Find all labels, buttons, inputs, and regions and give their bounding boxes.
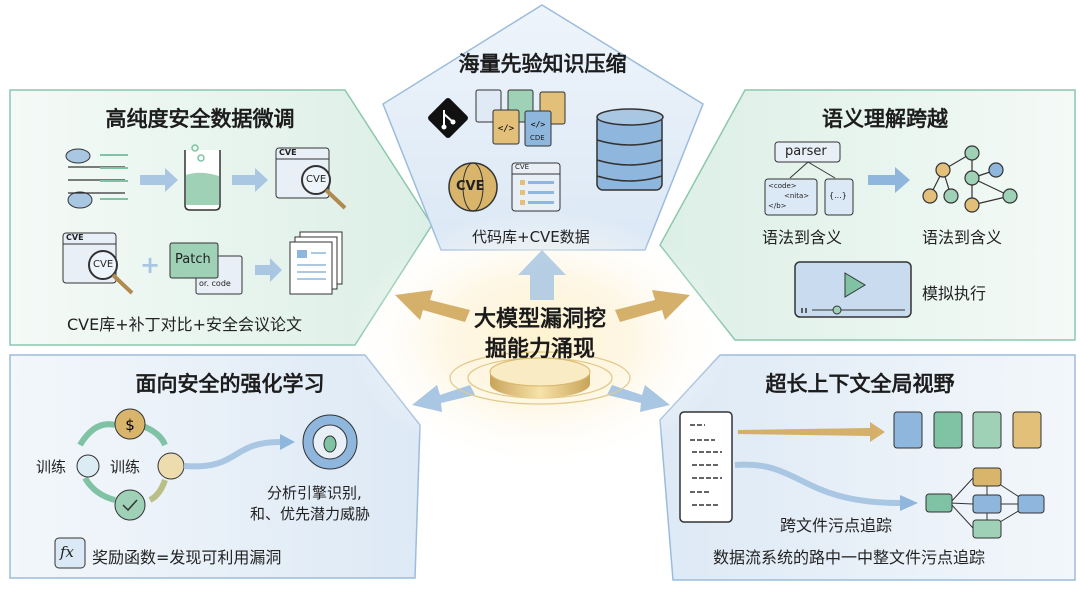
- flow-arrow: [140, 168, 178, 192]
- patch-label: Patch: [175, 252, 211, 267]
- syntax-to-meaning-right: 语法到含义: [922, 228, 1003, 247]
- center-pedestal: [449, 351, 631, 405]
- flow-arrow: [183, 439, 281, 470]
- git-icon: [428, 98, 468, 138]
- code-line: <nita>: [784, 192, 810, 200]
- fx-icon: fx: [60, 543, 75, 561]
- cve-window-label: CVE: [515, 163, 530, 171]
- fx-box: [54, 537, 86, 569]
- code-files-icon: </> </>: [475, 89, 566, 147]
- center-title: 大模型漏洞挖 掘能力涌现: [430, 305, 650, 365]
- parser-label: parser: [785, 144, 827, 159]
- flow-arrow: [255, 258, 282, 282]
- cross-file-taint-label: 跨文件污点追踪: [780, 516, 893, 535]
- center-title-line1: 大模型漏洞挖: [473, 307, 606, 332]
- papers-icon: [289, 231, 343, 295]
- cve-window-icon: [511, 162, 561, 212]
- code-line: <code>: [768, 182, 797, 190]
- syntax-to-meaning-left: 语法到含义: [762, 228, 843, 247]
- center-title-line2: 掘能力涌现: [484, 337, 595, 362]
- svg-text:$: $: [125, 416, 135, 434]
- data-stream-icon: [65, 148, 128, 209]
- braces-label: {...}: [829, 191, 847, 200]
- engine-caption-line2: 和、优先潜力威胁: [250, 505, 371, 523]
- top-panel-title: 海量先验知识压缩: [458, 52, 627, 76]
- patch-icon: [169, 242, 243, 295]
- beaker-icon: [184, 144, 221, 211]
- flow-arrow: [738, 422, 885, 442]
- cve-lens-label-2: CVE: [93, 259, 114, 270]
- cve-globe-icon: [448, 162, 498, 212]
- plus-icon: +: [140, 251, 160, 279]
- bottom-right-panel-title: 超长上下文全局视野: [765, 372, 955, 396]
- documents-icon: [893, 411, 1042, 449]
- top-left-panel-caption: CVE库+补丁对比+安全会议论文: [67, 315, 303, 334]
- cve-globe-label: CVE: [456, 179, 485, 194]
- top-right-panel-title: 语义理解跨越: [822, 107, 948, 131]
- arrows-from-center: [395, 250, 690, 412]
- cve-lens-label: CVE: [306, 174, 327, 185]
- code-box: [764, 178, 818, 216]
- flow-arrow: [734, 461, 901, 506]
- top-panel-caption: 代码库+CVE数据: [472, 228, 590, 246]
- code-scroll-icon: [679, 411, 733, 523]
- orig-code-label: or. code: [199, 279, 231, 288]
- cve-search-icon: [275, 147, 347, 210]
- dataflow-graph-icon: [925, 467, 1045, 539]
- cve-window-label-2: CVE: [66, 233, 84, 242]
- bottom-left-panel-title: 面向安全的强化学习: [135, 372, 325, 396]
- bottom-right-caption: 数据流系统的路中一中整文件污点追踪: [713, 548, 986, 567]
- braces-box: [824, 178, 854, 216]
- top-left-panel-title: 高纯度安全数据微调: [105, 107, 295, 131]
- video-player-icon: [794, 261, 912, 318]
- svg-text:</>: </>: [498, 124, 515, 134]
- train-outer-label: 训练: [36, 458, 67, 476]
- cve-window-label: CVE: [279, 148, 297, 157]
- training-cycle-icon: $: [76, 408, 185, 521]
- cde-file-label: CDE: [530, 134, 545, 142]
- simulate-execution-label: 模拟执行: [922, 284, 987, 303]
- flow-arrow: [868, 167, 910, 193]
- code-line: </b>: [768, 202, 787, 210]
- train-inner-label: 训练: [110, 458, 141, 476]
- cve-search-icon-2: [62, 232, 134, 295]
- flow-arrow: [232, 168, 268, 192]
- bug-gear-icon: [302, 414, 358, 470]
- graph-icon: [922, 145, 1018, 213]
- database-icon: [596, 108, 664, 191]
- svg-text:</>: </>: [531, 120, 546, 129]
- reward-function-label: 奖励函数=发现可利用漏洞: [92, 548, 282, 567]
- engine-caption-line1: 分析引擎识别,: [267, 484, 362, 502]
